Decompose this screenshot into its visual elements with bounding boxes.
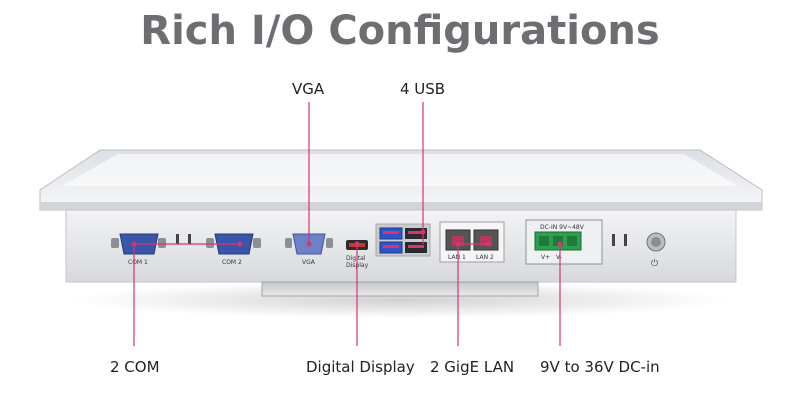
usb-ports [375, 223, 431, 257]
com1-port: COM 1 [111, 233, 166, 266]
lan1-label: LAN 1 [448, 254, 466, 261]
lan-ports: LAN 1 LAN 2 [439, 221, 505, 263]
indicator-mark [624, 234, 627, 246]
lan-callout-label: 2 GigE LAN [430, 358, 515, 376]
power-button: ⏻ [646, 232, 666, 269]
indicator-mark [188, 234, 191, 244]
lan2-label: LAN 2 [476, 254, 494, 261]
digital-label: Digital [346, 255, 366, 262]
vga-callout-label: VGA [292, 80, 325, 98]
page-title: Rich I/O Configurations [140, 8, 660, 54]
usb-callout-label: 4 USB [400, 80, 446, 98]
indicator-mark [176, 234, 179, 244]
power-icon: ⏻ [651, 258, 658, 269]
bezel-edge [40, 202, 762, 210]
plus-label: V+ [541, 254, 550, 261]
callout-dots [131, 229, 563, 247]
vga-port: VGA [285, 233, 333, 266]
minus-label: V- [556, 254, 562, 261]
screen-glass [62, 154, 738, 186]
stand-plate [261, 281, 539, 297]
dcin-label: DC-IN 9V~48V [540, 224, 585, 231]
com-callout-label: 2 COM [110, 358, 160, 376]
com1-label: COM 1 [128, 259, 148, 266]
dcin-callout-label: 9V to 36V DC-in [540, 358, 660, 376]
dc-in-terminal: DC-IN 9V~48V V+ V- [525, 219, 603, 265]
vga-label: VGA [302, 259, 316, 266]
com2-label: COM 2 [222, 259, 242, 266]
indicator-mark [612, 234, 615, 246]
digital-display-callout-label: Digital Display [306, 358, 415, 376]
floor-shadow [70, 282, 730, 318]
